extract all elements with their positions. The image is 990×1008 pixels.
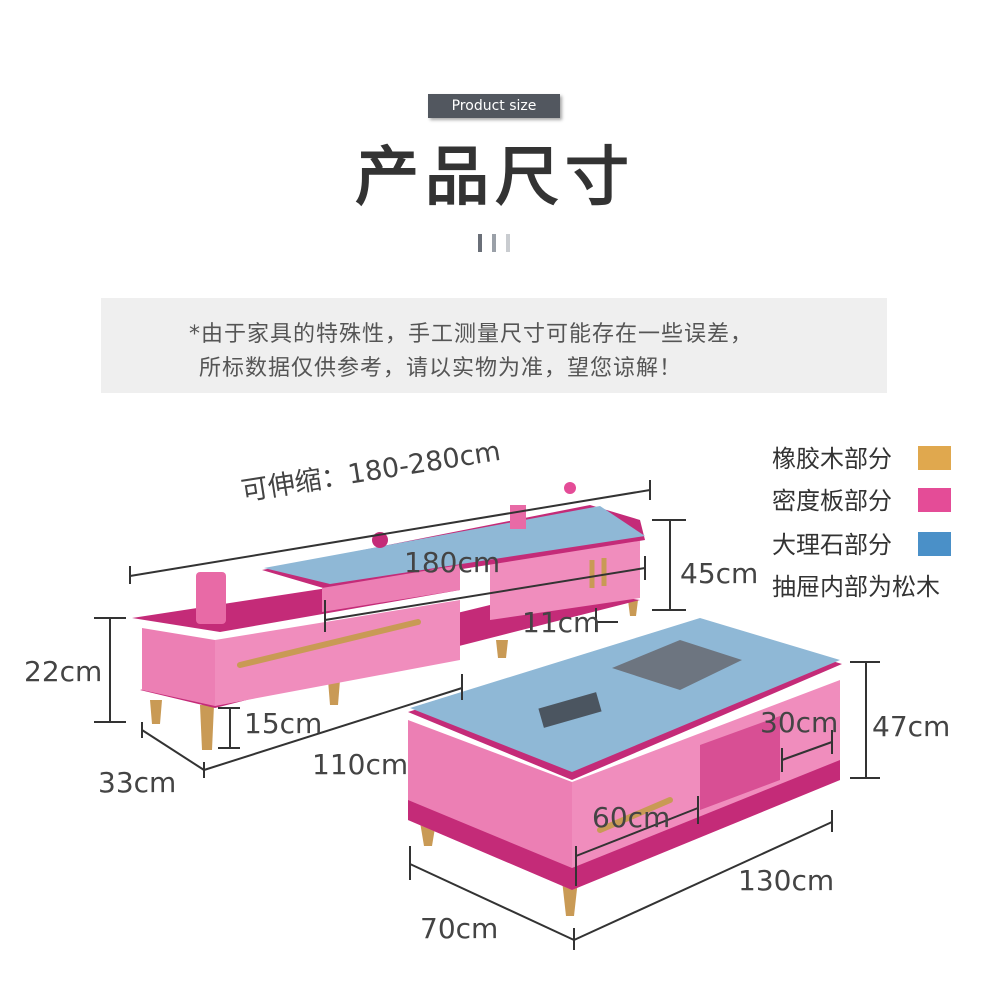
rubberwood-swatch [918,446,951,470]
marble-swatch [918,532,951,556]
mdf-swatch [918,488,951,512]
note-line-1: *由于家具的特殊性，手工测量尺寸可能存在一些误差， [189,322,754,347]
tv-leg [496,640,508,658]
page-title: 产品尺寸 [355,141,635,215]
table-height-label: 47cm [872,710,951,743]
table-side [408,720,572,890]
tray [612,640,742,690]
legend-mdf: 密度板部分 [772,484,951,518]
table-opening [700,716,780,810]
table-handle [597,797,673,833]
table-depth-label: 70cm [420,912,499,945]
legend-label: 密度板部分 [772,487,892,515]
table-length-label: 130cm [738,864,835,897]
table-side-base [408,800,572,890]
disclaimer-note: *由于家具的特殊性，手工测量尺寸可能存在一些误差， 所标数据仅供参考，请以实物为… [101,298,887,393]
decor-flower [564,482,576,494]
tv-leg [150,700,162,724]
tv-body-height-label: 22cm [24,655,103,688]
note-line-2: 所标数据仅供参考，请以实物为准，望您谅解！ [199,356,683,381]
book [538,692,602,728]
tv-length-label: 180cm [404,546,501,579]
tv-stand-drawing [132,482,645,750]
tv-marble-top [264,506,645,584]
legend-footnote: 抽屉内部为松木 [772,573,940,601]
tv-left-side [142,628,215,706]
coffee-table-drawing [408,618,842,916]
tv-leg-label: 15cm [244,707,323,740]
dimension-lines [94,480,880,950]
legend-rubberwood: 橡胶木部分 [772,442,951,476]
table-drawer-label: 60cm [592,801,671,834]
product-size-badge: Product size [428,94,560,118]
table-front-base [572,760,840,890]
table-inner-label: 30cm [760,706,839,739]
legend-label: 大理石部分 [772,531,892,559]
tv-height-label: 45cm [680,557,759,590]
table-marble-top [410,618,840,772]
tv-mid-block [322,565,460,612]
tv-handle [237,619,421,668]
tv-leg [628,600,638,616]
legend-label: 橡胶木部分 [772,445,892,473]
decor-cup [510,505,526,529]
tv-leg [328,680,340,705]
vase [196,572,226,624]
decor-bars [478,234,518,252]
legend-marble: 大理石部分 [772,528,951,562]
tv-step-label: 11cm [522,606,601,639]
tv-width-label: 110cm [312,748,409,781]
tv-depth-label: 33cm [98,766,177,799]
furniture-illustration [94,480,880,950]
tv-leg [200,705,214,750]
